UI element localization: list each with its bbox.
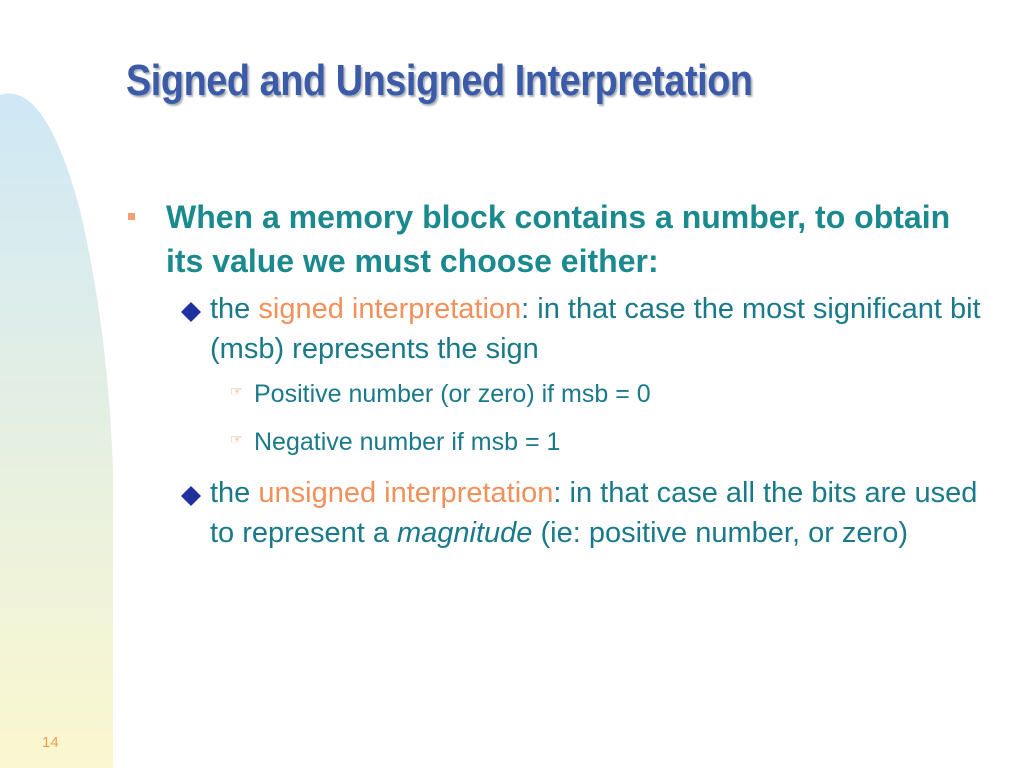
slide-content: When a memory block contains a number, t… [126,195,986,553]
signed-term: signed interpretation [258,293,522,325]
magnitude-emphasis: magnitude [397,517,533,549]
pointing-hand-icon: ☞ [230,383,243,399]
square-bullet-icon [128,213,135,220]
unsigned-term: unsigned interpretation [258,477,554,509]
signed-suffix: : in that case the most significant bit … [210,293,981,365]
sub-bullet-negative: ☞ Negative number if msb = 1 [126,425,986,459]
signed-prefix: the [210,293,259,325]
bullet-unsigned-interpretation: the unsigned interpretation: in that cas… [126,473,986,553]
sub-bullet-positive-text: Positive number (or zero) if msb = 0 [254,380,651,408]
side-gradient-band [0,93,113,768]
unsigned-middle: : in that case all the bits are used to … [210,477,978,549]
bullet-level1-text: When a memory block contains a number, t… [166,199,951,279]
diamond-bullet-icon [181,486,201,506]
bullet-level1: When a memory block contains a number, t… [126,195,986,283]
unsigned-prefix: the [210,477,259,509]
bullet-signed-text: the signed interpretation: in that case … [210,289,986,369]
page-number: 14 [42,734,59,751]
pointing-hand-icon: ☞ [230,431,243,447]
diamond-bullet-icon [181,302,201,322]
slide-title: Signed and Unsigned Interpretation [126,56,753,105]
sub-bullet-positive: ☞ Positive number (or zero) if msb = 0 [126,377,986,411]
sub-bullet-negative-text: Negative number if msb = 1 [254,428,561,456]
unsigned-suffix: (ie: positive number, or zero) [532,517,908,549]
bullet-signed-interpretation: the signed interpretation: in that case … [126,289,986,369]
bullet-unsigned-text: the unsigned interpretation: in that cas… [210,473,986,553]
